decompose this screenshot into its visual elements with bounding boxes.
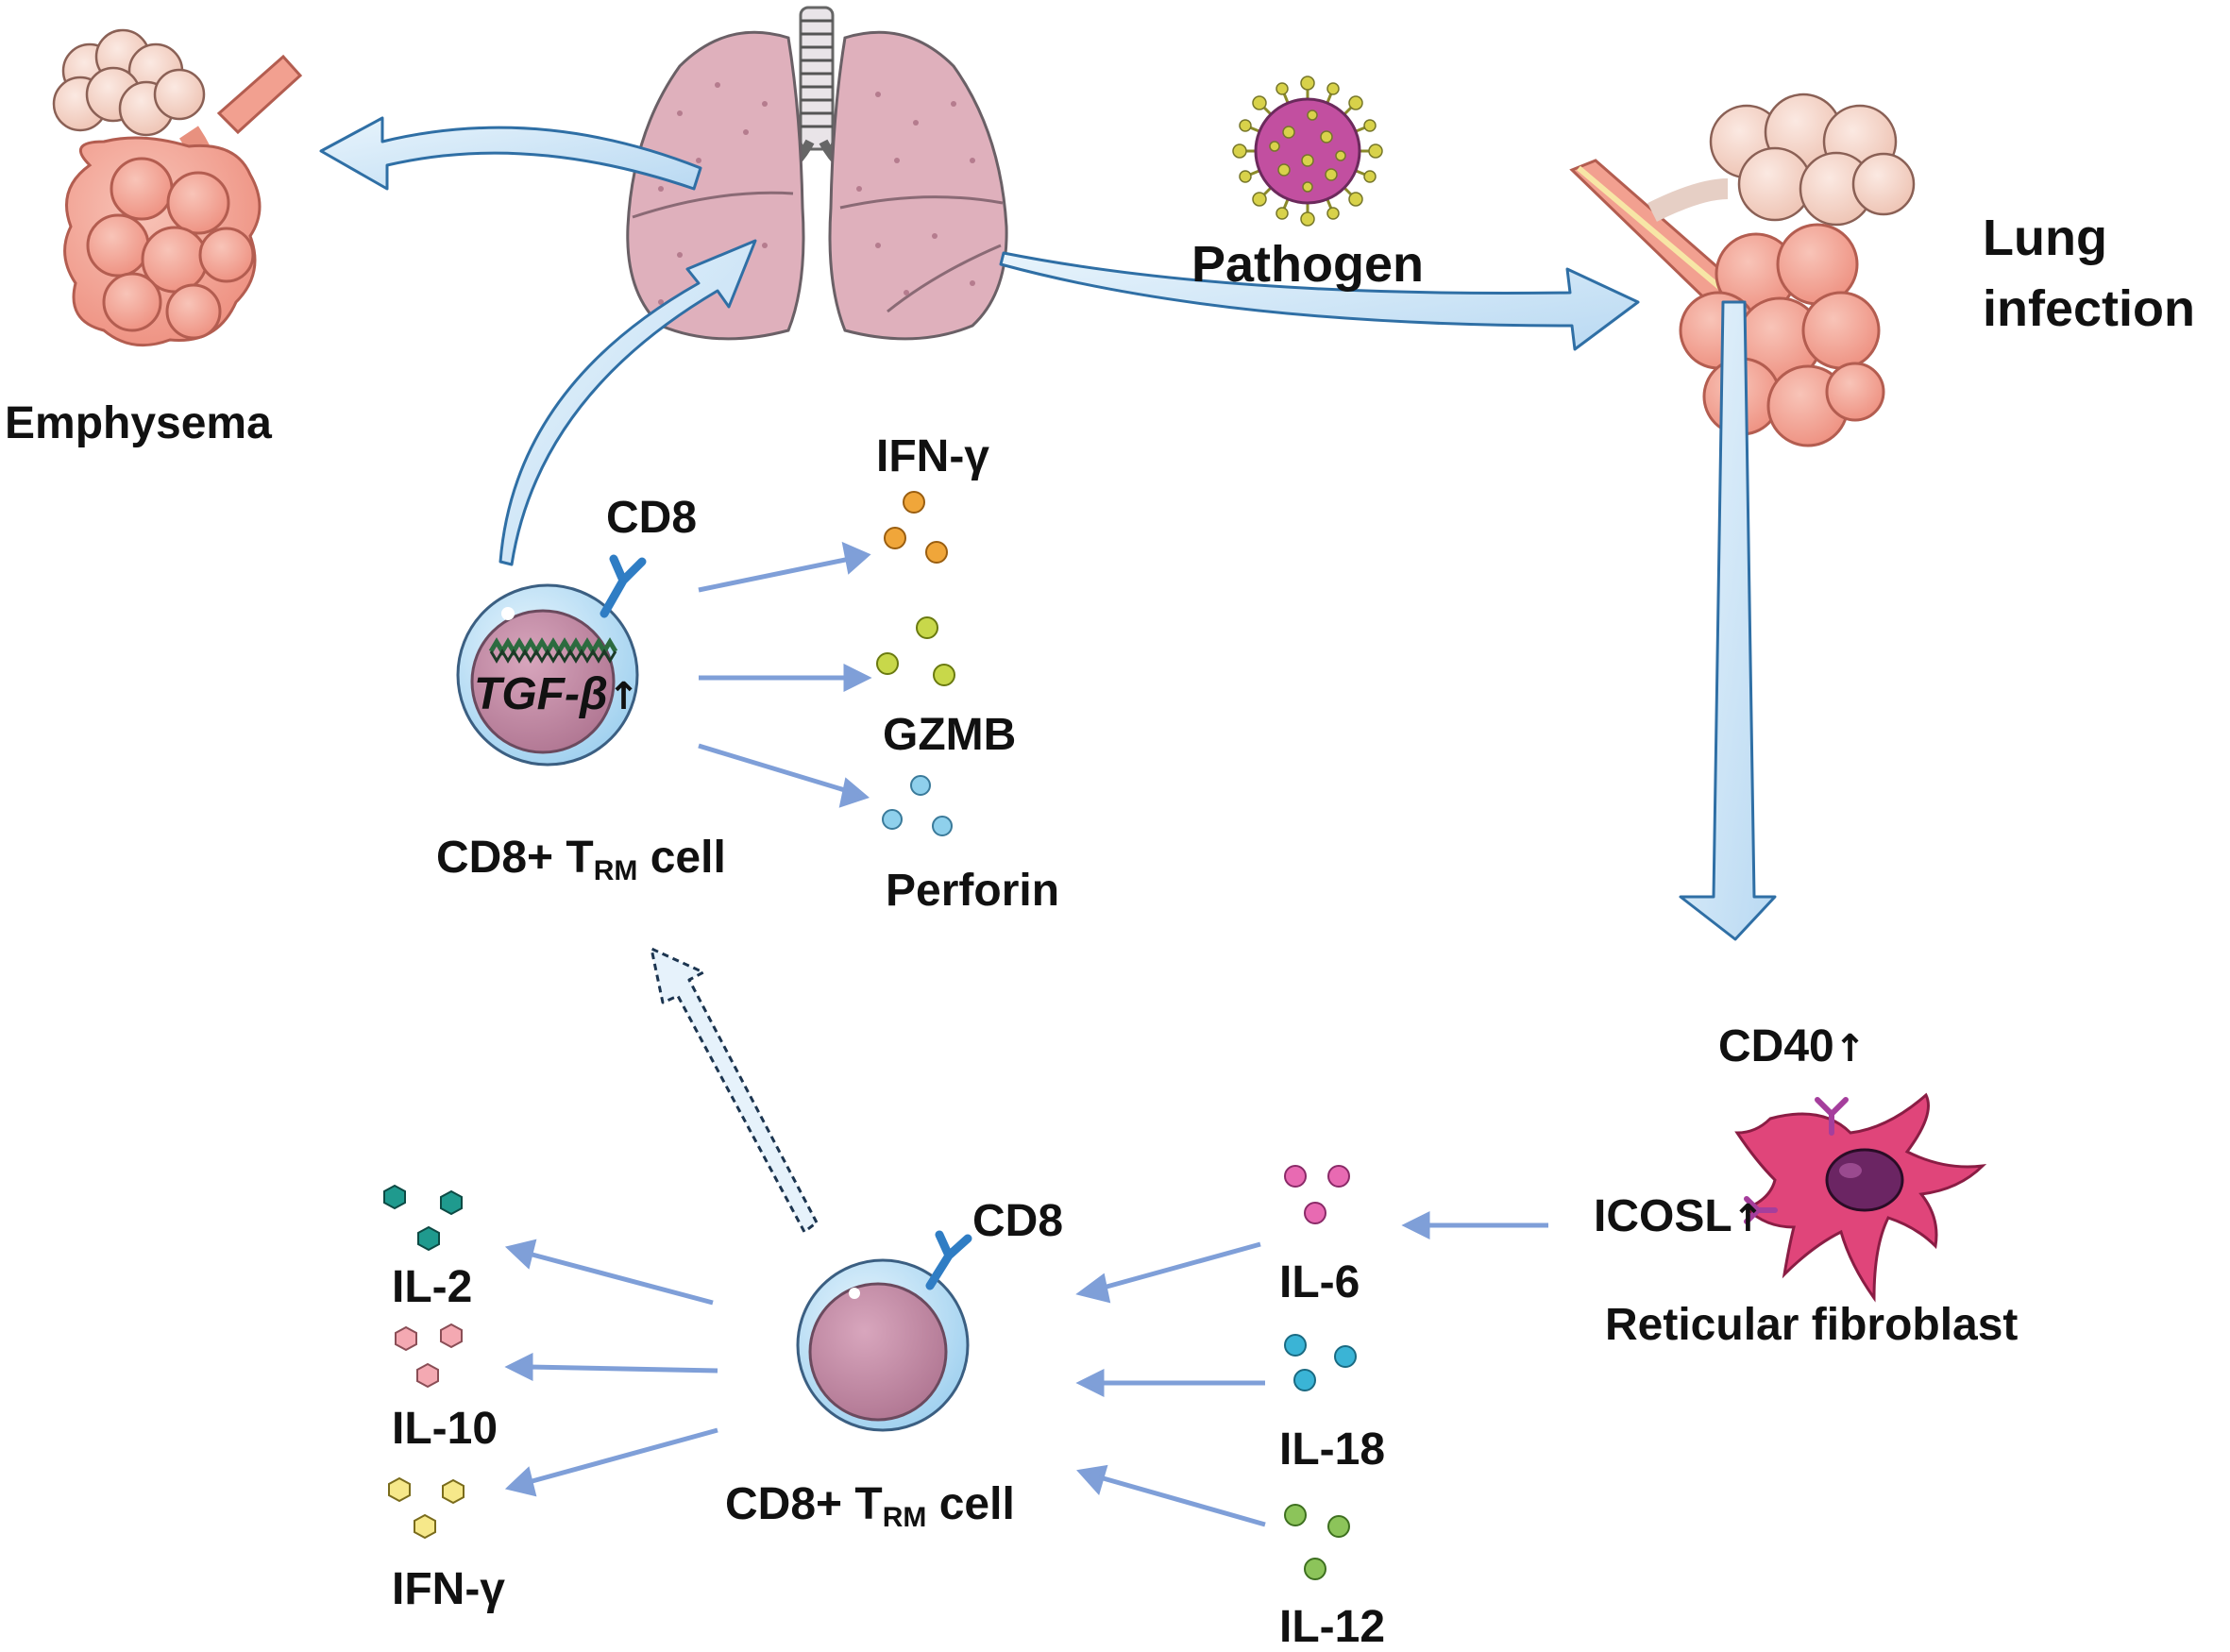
gzmb-dots [876,616,955,686]
trm-top-sub: RM [593,855,638,886]
il18-label: IL-18 [1279,1424,1386,1475]
lung-infection-label-line1: Lung [1983,210,2107,266]
cd8-top-label: CD8 [606,493,698,543]
cd40-label: CD40↑ [1718,1021,1867,1071]
reticular-fibroblast-label: Reticular fibroblast [1605,1300,2019,1350]
arrow-il18-to-cell [1075,1368,1265,1398]
ifn-gamma-hexagons [388,1476,465,1540]
cd40-text: CD40 [1718,1021,1834,1071]
arrow-cell-to-il10 [504,1352,718,1382]
arrow-to-emphysema [319,116,702,191]
il10-hexagons [395,1323,463,1389]
t-cell-icon [796,1230,972,1432]
trm-bottom-suffix: cell [926,1479,1015,1529]
il10-label: IL-10 [392,1404,498,1454]
alveoli-icon [52,28,303,347]
il18-dots [1284,1334,1357,1391]
trm-cell-top-label: CD8+ TRM cell [436,835,726,885]
up-arrow-icon: ↑ [1833,1027,1867,1070]
arrow-cell-to-lungs [498,239,757,566]
arrow-fibroblast-to-il6 [1401,1210,1548,1240]
arrow-il6-to-cell [1075,1241,1261,1304]
emphysema-label: Emphysema [5,398,272,448]
arrow-cell-to-il2 [504,1239,714,1306]
up-arrow-icon: ↑ [607,675,640,718]
dashed-arrow-cell-to-cell [650,947,819,1234]
il6-label: IL-6 [1279,1257,1360,1307]
trm-cell-bottom-label: CD8+ TRM cell [725,1482,1015,1532]
tgf-beta-text: TGF-β [474,669,608,719]
trm-top-suffix: cell [637,833,726,883]
alveoli-icon [1569,93,1916,447]
il12-dots [1284,1504,1350,1580]
lung-infection-label-line2: infection [1983,280,2195,337]
il6-dots [1284,1165,1350,1224]
il2-label: IL-2 [392,1262,473,1312]
t-cell-icon [456,554,647,767]
gzmb-label: GZMB [883,710,1017,760]
icosl-label: ICOSL↑ [1594,1191,1765,1241]
ifn-gamma-bottom-label: IFN-γ [392,1564,505,1614]
il2-hexagons [383,1184,463,1252]
arrow-to-fibroblast [1679,300,1777,941]
fibroblast-icon [1734,1092,1987,1303]
arrow-cell-to-ifn-gamma-bottom [504,1427,718,1497]
arrow-il12-to-cell [1076,1464,1266,1527]
trm-top-prefix: CD8+ T [436,833,594,883]
trm-bottom-prefix: CD8+ T [725,1479,883,1529]
trm-bottom-sub: RM [882,1502,927,1533]
cd8-bottom-label: CD8 [972,1196,1064,1246]
arrow-to-gzmb [699,663,872,693]
perforin-label: Perforin [886,866,1060,916]
lungs-icon [626,6,1008,341]
tgf-beta-label: TGF-β↑ [474,669,640,719]
virus-icon [1232,76,1383,227]
icosl-text: ICOSL [1594,1191,1732,1241]
ifn-gamma-top-label: IFN-γ [876,431,989,481]
pathogen-label: Pathogen [1191,236,1425,293]
arrow-to-lung-infection [999,251,1640,351]
up-arrow-icon: ↑ [1732,1197,1765,1240]
perforin-dots [882,775,953,836]
ifn-gamma-dots [884,491,948,564]
il12-label: IL-12 [1279,1602,1386,1652]
arrow-to-ifn-gamma-top [698,541,871,593]
arrow-to-perforin [698,743,870,808]
